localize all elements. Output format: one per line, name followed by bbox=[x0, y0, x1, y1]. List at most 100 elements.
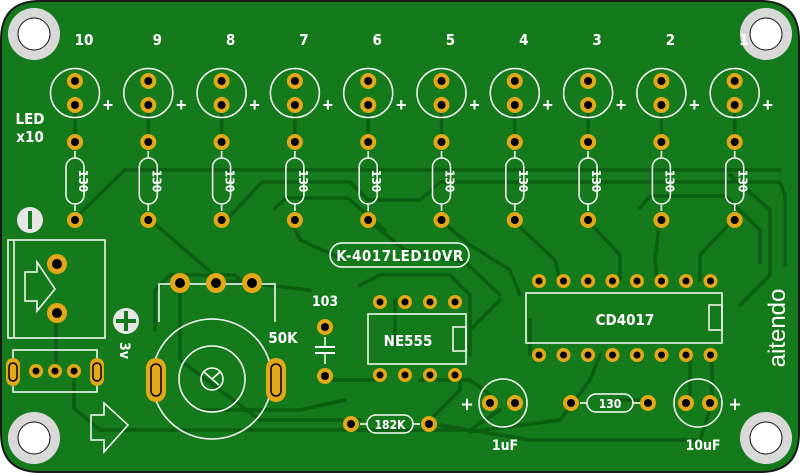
led-polarity-mark: + bbox=[249, 95, 260, 115]
cd4017-ic bbox=[525, 274, 723, 362]
board-name-label: K-4017LED10VR bbox=[329, 242, 470, 268]
ic-pin bbox=[605, 274, 620, 288]
copper-traces bbox=[54, 168, 787, 442]
capacitor-10uf-value: 10uF bbox=[685, 438, 720, 454]
mount-hole-top-right bbox=[740, 8, 792, 60]
ic-pin bbox=[654, 348, 669, 362]
led-number: 7 bbox=[299, 31, 308, 49]
ic-pin bbox=[581, 274, 595, 288]
resistor-130-bottom bbox=[563, 393, 656, 413]
ic-pin bbox=[703, 274, 718, 288]
led-resistor: 130 bbox=[578, 134, 603, 228]
ne555-ic bbox=[367, 295, 467, 382]
capacitor-1uf-polarity: + bbox=[460, 394, 474, 415]
led-column: 2+130 bbox=[636, 31, 700, 228]
led-resistor: 130 bbox=[138, 134, 163, 228]
resistor-value: 130 bbox=[736, 170, 750, 193]
arrow-right-icon bbox=[24, 259, 56, 314]
led-pads bbox=[140, 73, 157, 113]
led-column: 9 +130 bbox=[123, 31, 187, 228]
led-resistor: 130 bbox=[505, 134, 530, 228]
led-column: 5 +130 bbox=[416, 31, 480, 228]
capacitor-103 bbox=[315, 319, 335, 384]
ic-pin bbox=[556, 274, 571, 288]
mount-hole-bottom-right bbox=[740, 412, 792, 464]
led-resistor: 130 bbox=[211, 134, 237, 228]
mount-hole-bottom-left bbox=[8, 412, 60, 464]
led-pads bbox=[433, 73, 450, 113]
mount-hole-top-left bbox=[8, 8, 60, 60]
resistor-value: 130 bbox=[443, 170, 457, 193]
ic-pin bbox=[630, 274, 644, 288]
resistor-value: 130 bbox=[296, 170, 310, 193]
led-resistor: 130 bbox=[358, 134, 383, 228]
resistor-130-bottom-value: 130 bbox=[599, 397, 622, 411]
led-polarity-mark: + bbox=[469, 95, 480, 115]
led-number: 9 bbox=[153, 31, 162, 49]
ic-pin bbox=[654, 274, 669, 288]
led-row: 10+1309+1308+1307+1306+1305+1304+1303+13… bbox=[49, 31, 773, 228]
ic-pin bbox=[679, 274, 693, 288]
led-number: 8 bbox=[226, 31, 235, 49]
led-polarity-mark: + bbox=[396, 95, 407, 115]
potentiometer[interactable] bbox=[146, 273, 286, 440]
potentiometer-value: 50K bbox=[268, 329, 298, 347]
led-number: 5 bbox=[446, 31, 455, 49]
led-column: 7 +130 bbox=[269, 31, 334, 228]
resistor-182k-value: 182K bbox=[375, 418, 407, 432]
led-pads bbox=[653, 73, 670, 113]
led-number: 1 bbox=[739, 31, 748, 49]
ic-pin bbox=[398, 368, 412, 382]
led-polarity-mark: + bbox=[543, 95, 554, 115]
capacitor-103-value: 103 bbox=[312, 294, 338, 310]
led-resistor: 130 bbox=[285, 134, 310, 228]
led-column: 4 +130 bbox=[489, 31, 554, 228]
led-pads bbox=[286, 73, 303, 113]
led-polarity-mark: + bbox=[323, 95, 334, 115]
led-pads bbox=[580, 73, 597, 113]
ic-pin bbox=[630, 348, 644, 362]
ic-pin bbox=[703, 348, 718, 362]
led-resistor: 130 bbox=[65, 134, 90, 228]
led-label-line1: LED bbox=[15, 110, 44, 128]
capacitor-1uf bbox=[478, 378, 528, 428]
ic-pin bbox=[423, 368, 437, 382]
ic-pin bbox=[448, 295, 462, 309]
led-outline bbox=[342, 67, 394, 119]
ic-pin bbox=[373, 295, 387, 309]
resistor-182k bbox=[343, 414, 437, 434]
led-column: 3+130 bbox=[562, 31, 627, 228]
led-polarity-mark: + bbox=[176, 95, 187, 115]
led-polarity-mark: + bbox=[616, 95, 627, 115]
led-label-line2: x10 bbox=[16, 128, 43, 146]
led-outline bbox=[636, 67, 687, 119]
voltage-label: 3v bbox=[116, 342, 132, 360]
output-arrow-icon bbox=[90, 401, 130, 454]
plus-symbol bbox=[113, 308, 139, 334]
power-connector bbox=[7, 239, 106, 339]
led-resistor: 130 bbox=[724, 134, 750, 228]
led-pads bbox=[213, 73, 230, 113]
resistor-value: 130 bbox=[662, 170, 676, 193]
led-pads bbox=[506, 73, 523, 113]
ic-pin bbox=[532, 348, 546, 362]
ic-pin bbox=[373, 368, 387, 382]
capacitor-10uf bbox=[673, 378, 723, 428]
led-outline bbox=[49, 67, 101, 119]
led-number: 6 bbox=[373, 31, 382, 49]
led-number: 4 bbox=[519, 31, 528, 49]
ne555-label: NE555 bbox=[384, 332, 433, 350]
ic-pin bbox=[423, 295, 437, 309]
led-pads bbox=[726, 73, 743, 113]
ic-pin bbox=[556, 348, 571, 362]
minus-symbol bbox=[17, 207, 43, 233]
ic-pin bbox=[581, 348, 595, 362]
ic-pin bbox=[398, 295, 412, 309]
slide-switch[interactable] bbox=[6, 349, 104, 393]
led-outline bbox=[269, 67, 321, 119]
led-resistor: 130 bbox=[651, 134, 676, 228]
led-pads bbox=[360, 73, 377, 113]
board-name-text: K-4017LED10VR bbox=[336, 247, 464, 265]
ic-pin bbox=[448, 368, 462, 382]
